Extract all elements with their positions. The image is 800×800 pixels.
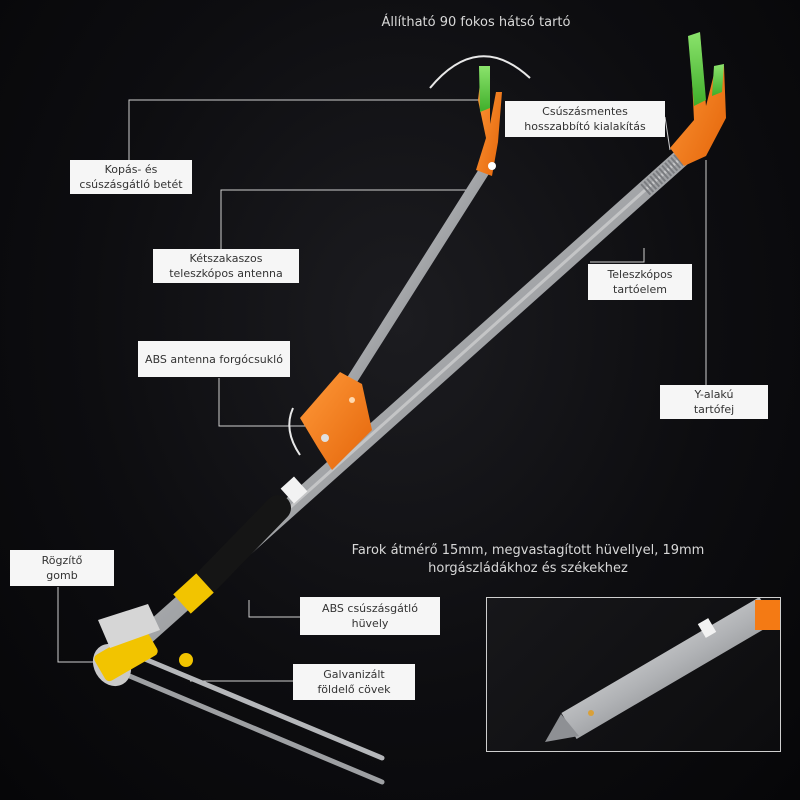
- abs-swivel-joint: [288, 372, 372, 470]
- diameter-caption-line1: Farok átmérő 15mm, megvastagított hüvell…: [351, 543, 705, 558]
- callout-telescopic-antenna: Kétszakaszos teleszkópos antenna: [153, 249, 299, 283]
- callout-y-head-line1: Y-alakú: [694, 388, 734, 401]
- callout-anti-wear-insert-line1: Kopás- és: [104, 163, 158, 176]
- detail-inset: [486, 597, 781, 752]
- callout-telescopic-holder: Teleszkópos tartóelem: [588, 264, 692, 300]
- callout-lock-knob: Rögzítő gomb: [10, 550, 114, 586]
- callout-abs-sleeve: ABS csúszásgátló hüvely: [300, 597, 440, 635]
- diameter-caption: Farok átmérő 15mm, megvastagított hüvell…: [318, 542, 738, 578]
- adjust-arc: [429, 55, 531, 89]
- callout-lock-knob-line2: gomb: [46, 569, 78, 582]
- callout-ground-stakes: Galvanizált földelő cövek: [293, 664, 415, 700]
- base-assembly: [92, 604, 193, 687]
- callout-lock-knob-line1: Rögzítő: [41, 554, 83, 567]
- tube-label-band: [280, 476, 308, 504]
- leader-lines: [57, 99, 707, 682]
- callout-telescopic-antenna-line2: teleszkópos antenna: [169, 267, 283, 280]
- callout-ground-stakes-line2: földelő cövek: [317, 683, 391, 696]
- callout-non-slip-extension-line2: hosszabbító kialakítás: [524, 120, 646, 133]
- callout-y-head: Y-alakú tartófej: [660, 385, 768, 419]
- callout-telescopic-holder-line2: tartóelem: [613, 283, 667, 296]
- callout-non-slip-extension: Csúszásmentes hosszabbító kialakítás: [505, 101, 665, 137]
- adjust-title-text: Állítható 90 fokos hátsó tartó: [381, 15, 571, 30]
- callout-abs-swivel-line1: ABS antenna forgócsukló: [145, 352, 283, 366]
- callout-y-head-line2: tartófej: [693, 403, 735, 416]
- diameter-caption-line2: horgászládákhoz és székekhez: [428, 561, 628, 576]
- callout-telescopic-antenna-line1: Kétszakaszos: [189, 252, 263, 265]
- callout-anti-wear-insert: Kopás- és csúszásgátló betét: [70, 160, 192, 194]
- front-y-head: [670, 32, 726, 166]
- ground-stakes: [117, 649, 385, 785]
- abs-sleeve: [173, 495, 291, 614]
- callout-abs-swivel: ABS antenna forgócsukló: [138, 341, 290, 377]
- callout-abs-sleeve-line2: hüvely: [351, 617, 389, 630]
- antenna-tube: [332, 159, 494, 408]
- callout-non-slip-extension-line1: Csúszásmentes: [542, 105, 628, 118]
- rear-y-head: [476, 66, 502, 176]
- adjust-title: Állítható 90 fokos hátsó tartó: [356, 14, 596, 32]
- spike-detail: [545, 598, 780, 742]
- callout-anti-wear-insert-line2: csúszásgátló betét: [79, 178, 183, 191]
- callout-abs-sleeve-line1: ABS csúszásgátló: [322, 602, 418, 615]
- callout-telescopic-holder-line1: Teleszkópos: [607, 268, 673, 281]
- callout-ground-stakes-line1: Galvanizált: [323, 668, 385, 681]
